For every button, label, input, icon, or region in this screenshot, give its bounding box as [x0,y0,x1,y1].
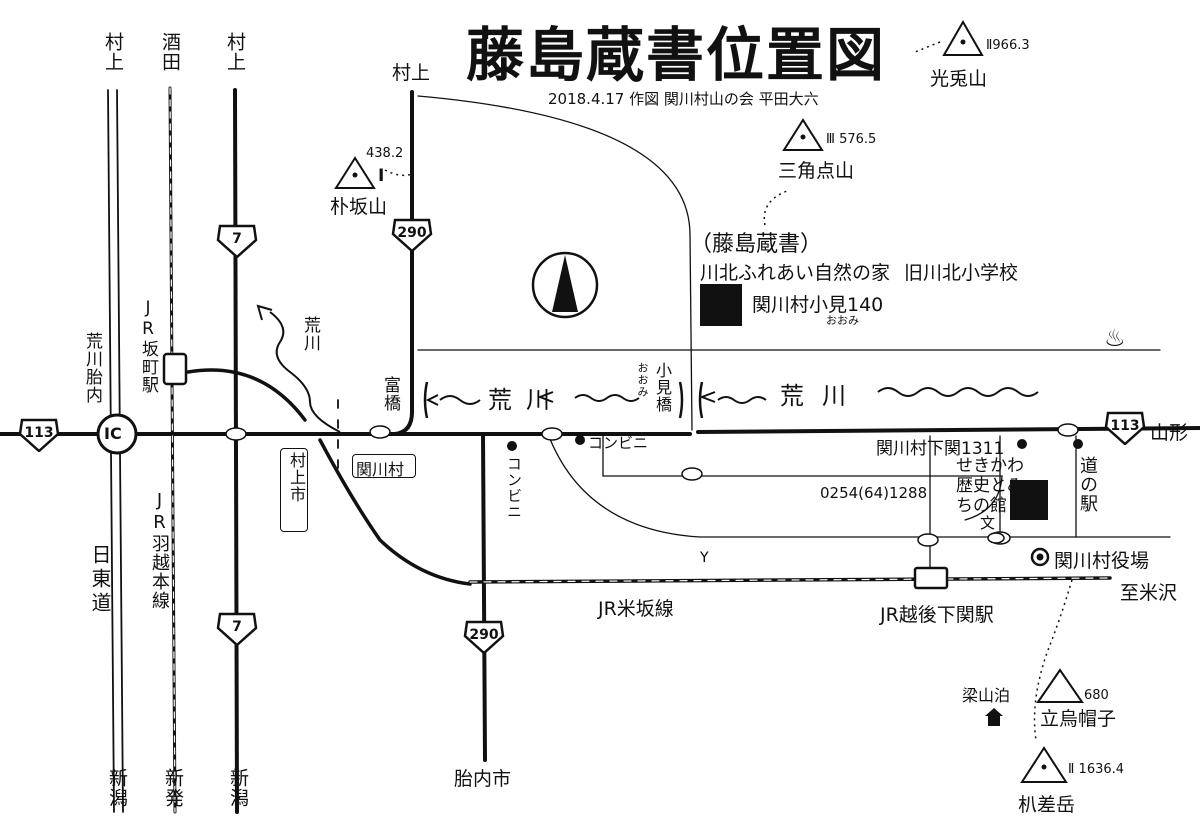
jr-echigo-shimoseki-label: JR越後下関駅 [880,604,994,626]
facility-address: 関川村小見140 [752,294,884,316]
route-7-south-shield: 7 [216,612,258,647]
shimoseki-address: 関川村下関1311 [876,439,1005,459]
phone-number: 0254(64)1288 [820,484,928,502]
direction-yonezawa: 至米沢 [1120,582,1178,604]
sekikawa-village-label: 関川村 [356,460,405,479]
north-arrow-icon [531,251,599,319]
michi-no-yakata-marker [1010,480,1048,520]
direction-tainaishi: 胎内市 [454,768,512,790]
jr-sakamachi-station-label: JR坂町駅 [138,298,158,394]
arakawa-label-east: 荒川 [780,382,864,410]
sekikawa-village-box [352,454,416,478]
route-290-south-road [481,432,487,762]
map-title: 藤島蔵書位置図 [466,21,887,89]
direction-shibata: 新発 [162,768,184,808]
jr-sakamachi-station-icon [162,352,188,386]
direction-murakami-3: 村上 [392,62,431,84]
hosakasan-grade: Ⅰ [378,166,385,186]
river-flow-arrows [256,304,716,406]
konbini-1-label: コンビニ [588,434,649,452]
direction-sakata: 酒田 [159,32,181,72]
sankakutensan-grade-elev: Ⅲ 576.5 [826,132,877,147]
murakami-city-box [280,448,308,532]
route-290-north-road [393,90,414,436]
fureai-nature-house-name: 川北ふれあい自然の家 [700,262,891,284]
arakawa-label-north: 荒川 [300,316,320,352]
direction-yamagata: 山形 [1150,422,1189,444]
village-office-label: 関川村役場 [1054,550,1150,572]
direction-murakami-1: 村上 [102,32,124,72]
route-7-road [233,88,239,814]
arakawa-tainai-ic-label: 荒川胎内 [82,332,102,404]
hodaki-name: 朳差岳 [1018,794,1076,816]
poi-dots [507,435,1083,451]
direction-niigata-1: 新潟 [106,768,128,808]
route-113-east-shield: 113 [1104,411,1146,446]
museum-symbol: 文 [980,514,996,532]
tomi-bridge-label: 富橋 [380,376,400,412]
arakawa-label-west: 荒川 [488,386,564,414]
ryozanpaku-label: 梁山泊 [962,686,1011,705]
direction-niigata-2: 新潟 [227,768,249,808]
omi-bridge-reading: おおみ [636,362,649,398]
facility-address-reading: おおみ [826,314,859,327]
hodaki-grade-elev: Ⅱ 1636.4 [1068,762,1125,777]
facility-area-boundary [417,95,693,431]
former-kawakita-school: 旧川北小学校 [904,262,1019,284]
konbini-2-label: コンビニ [505,456,523,520]
kosagasan-name: 光兎山 [930,68,988,90]
route-7-north-shield: 7 [216,224,258,259]
mountain-icons [334,19,1084,783]
ic-label: IC [104,424,122,443]
arakawa-river [269,311,1039,433]
ryozanpaku-house-icon [985,708,1003,726]
omi-bridge-label: 小見橋 [653,362,672,413]
route-290-south-shield: 290 [463,620,505,655]
jr-yonesaka-line-track [468,576,1112,584]
direction-murakami-2: 村上 [224,32,246,72]
mountain-leader-lines [384,41,1073,741]
route-113-west-shield: 113 [18,418,60,453]
fujishima-library-name: （藤島蔵書） [690,232,823,257]
fureai-nature-house-marker [700,284,742,326]
road-network [0,86,1200,814]
jr-yonesaka-line-label: JR米坂線 [598,598,674,620]
kosagasan-grade-elev: Ⅱ966.3 [986,38,1030,53]
hosakasan-elev: 438.2 [366,146,404,161]
michi-no-eki-label: 道の駅 [1077,456,1098,513]
svg-text:Y: Y [699,550,709,566]
murakami-city-label: 村上市 [287,452,306,503]
map-credit: 2018.4.17 作図 関川村山の会 平田大六 [548,90,819,108]
onsen-icon: ♨ [1104,324,1126,352]
jr-echigo-station-icon [913,566,949,590]
nichitodo-label: 日東道 [88,544,112,616]
jr-uetsu-line-label: JR羽越本線 [149,490,170,610]
ic-marker-icon [96,413,138,455]
sankakutensan-name: 三角点山 [778,160,855,182]
eboshi-elev: 680 [1084,688,1109,703]
eboshi-name: 立烏帽子 [1040,708,1117,730]
route-290-north-shield: 290 [391,218,433,253]
sekikawa-museum-label: せきかわ歴史とみちの館 [956,456,1024,516]
hosakasan-name: 朴坂山 [330,196,388,218]
bridge-icons [423,381,704,419]
